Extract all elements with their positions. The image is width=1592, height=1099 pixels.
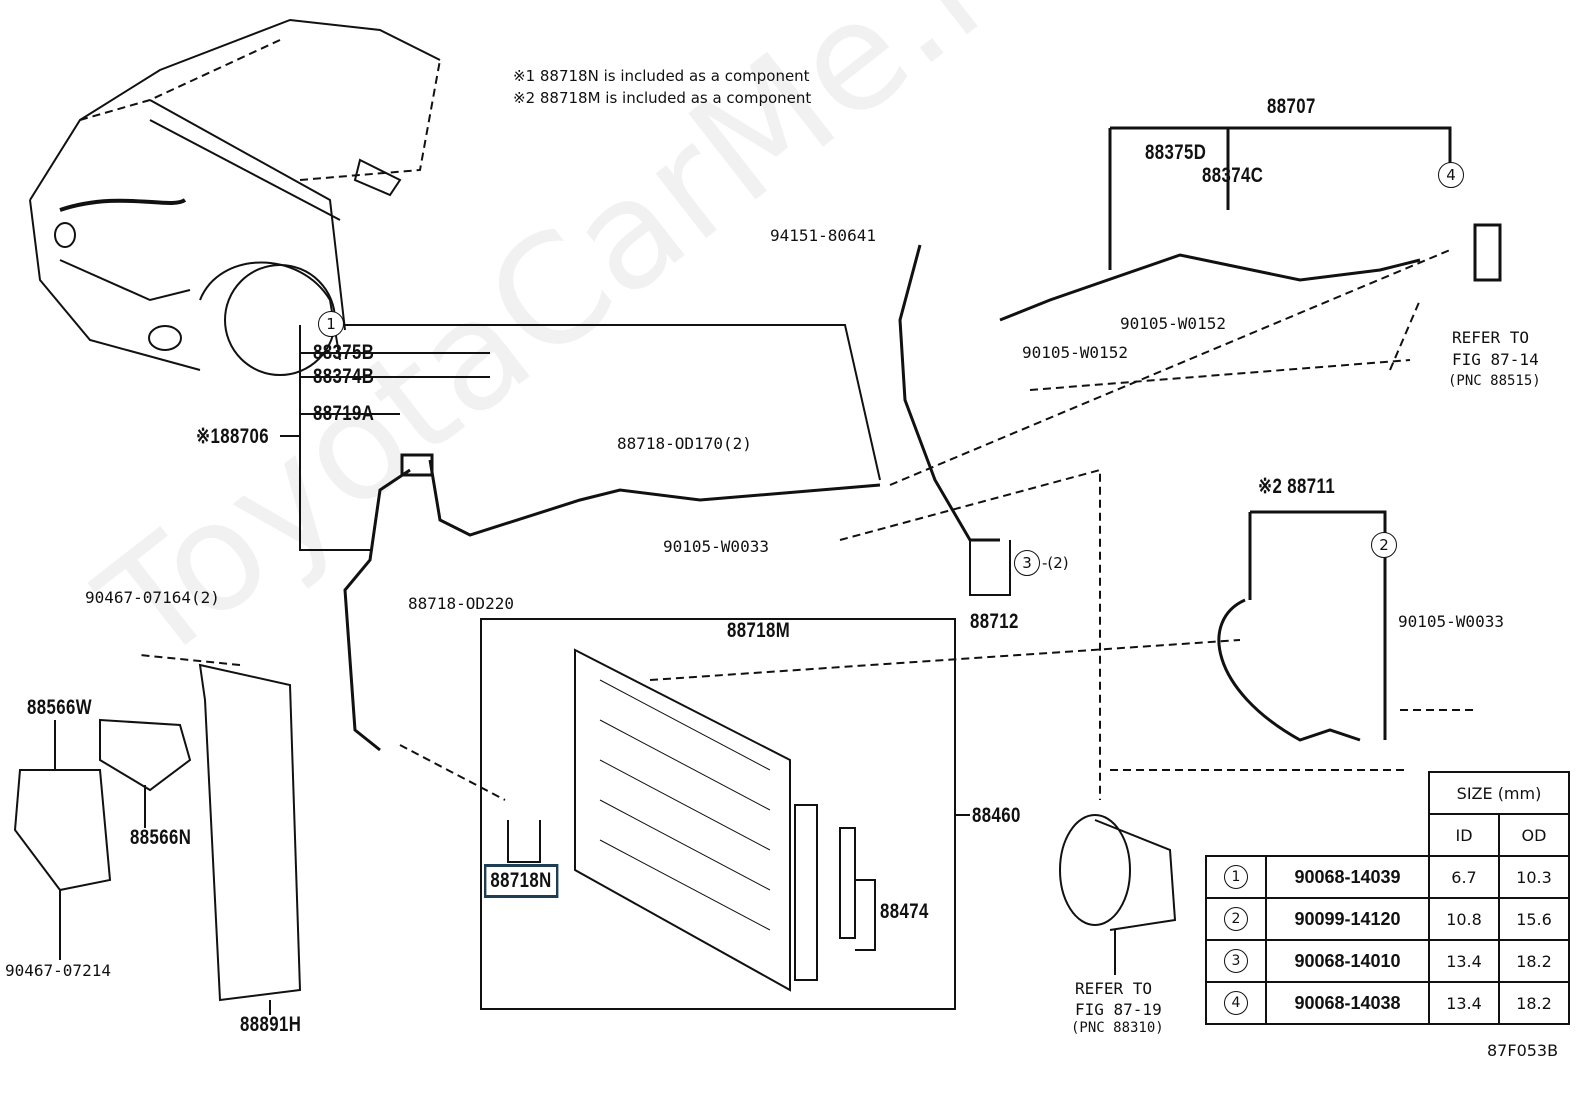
- part-label-88374B[interactable]: 88374B: [313, 365, 375, 388]
- id-value: 10.8: [1428, 897, 1500, 941]
- part-label-88718M[interactable]: 88718M: [727, 619, 791, 642]
- part-number[interactable]: 90068-14038: [1265, 981, 1430, 1025]
- circle-3-quantity: -(2): [1042, 554, 1069, 572]
- id-value: 13.4: [1428, 939, 1500, 983]
- part-number[interactable]: 90068-14010: [1265, 939, 1430, 983]
- bracket-88706: [280, 324, 881, 551]
- air-guides: [13, 663, 302, 1015]
- ref-circle: 3: [1224, 949, 1248, 973]
- hose-88707: [898, 126, 1502, 542]
- part-label-88718-OD170[interactable]: 88718-OD170(2): [617, 434, 752, 453]
- part-label-88375B[interactable]: 88375B: [313, 341, 375, 364]
- refer-to-label: REFER TO: [1452, 328, 1530, 347]
- note-2: ※2 88718M is included as a component: [513, 89, 812, 107]
- dash-88718N: [399, 744, 506, 801]
- ref-circle-1: 1: [318, 311, 344, 337]
- part-label-88474[interactable]: 88474: [880, 900, 929, 923]
- condenser-88460: [574, 648, 856, 992]
- part-label-90467-07164[interactable]: 90467-07164(2): [85, 588, 220, 607]
- ref-circle: 4: [1224, 991, 1248, 1015]
- part-label-88375D[interactable]: 88375D: [1145, 141, 1207, 164]
- refer-to-label-2: REFER TO: [1075, 979, 1153, 998]
- part-number[interactable]: 90068-14039: [1265, 855, 1430, 899]
- size-header: SIZE (mm): [1428, 771, 1570, 815]
- part-label-90105-W0152-a[interactable]: 90105-W0152: [1120, 314, 1226, 333]
- part-label-88460[interactable]: 88460: [972, 804, 1021, 827]
- part-number[interactable]: 90099-14120: [1265, 897, 1430, 941]
- id-value: 6.7: [1428, 855, 1500, 899]
- pipe-88706: [343, 453, 881, 752]
- part-label-88712[interactable]: 88712: [970, 610, 1019, 633]
- ref-circle: 2: [1224, 907, 1248, 931]
- note-1: ※1 88718N is included as a component: [513, 67, 810, 85]
- part-label-88719A[interactable]: 88719A: [313, 402, 375, 425]
- part-label-88718-OD220[interactable]: 88718-OD220: [408, 594, 514, 613]
- part-label-88891H[interactable]: 88891H: [240, 1013, 302, 1036]
- part-label-94151-80641[interactable]: 94151-80641: [770, 226, 876, 245]
- ref-circle-3: 3: [1014, 550, 1040, 576]
- od-value: 10.3: [1498, 855, 1570, 899]
- part-label-90105-W0152-b[interactable]: 90105-W0152: [1022, 343, 1128, 362]
- ref-circle: 1: [1224, 865, 1248, 889]
- id-value: 13.4: [1428, 981, 1500, 1025]
- compressor: [1059, 814, 1177, 975]
- figure-code: 87F053B: [1487, 1041, 1559, 1060]
- od-value: 15.6: [1498, 897, 1570, 941]
- part-label-88706[interactable]: ※188706: [196, 425, 269, 448]
- col-id: ID: [1428, 813, 1500, 857]
- part-label-88707[interactable]: 88707: [1267, 95, 1316, 118]
- part-label-88374C[interactable]: 88374C: [1202, 164, 1264, 187]
- part-label-90105-W0033-a[interactable]: 90105-W0033: [663, 537, 769, 556]
- refer-fig-87-14[interactable]: FIG 87-14: [1452, 350, 1539, 369]
- vehicle-outline: [29, 18, 441, 376]
- part-label-90467-07214[interactable]: 90467-07214: [5, 961, 111, 980]
- od-value: 18.2: [1498, 939, 1570, 983]
- refer-fig-87-19[interactable]: FIG 87-19: [1075, 1000, 1162, 1019]
- part-label-88566N[interactable]: 88566N: [130, 826, 192, 849]
- part-label-88566W[interactable]: 88566W: [27, 696, 92, 719]
- od-value: 18.2: [1498, 981, 1570, 1025]
- ref-circle-4: 4: [1438, 162, 1464, 188]
- part-label-90105-W0033-b[interactable]: 90105-W0033: [1398, 612, 1504, 631]
- ref-circle-2: 2: [1371, 532, 1397, 558]
- part-label-88718N[interactable]: 88718N: [484, 864, 559, 898]
- hose-88711: [1217, 510, 1387, 742]
- col-od: OD: [1498, 813, 1570, 857]
- refer-pnc-88310: (PNC 88310): [1071, 1020, 1164, 1036]
- refer-pnc-88515: (PNC 88515): [1448, 373, 1541, 389]
- part-label-88711[interactable]: ※2 88711: [1258, 475, 1336, 498]
